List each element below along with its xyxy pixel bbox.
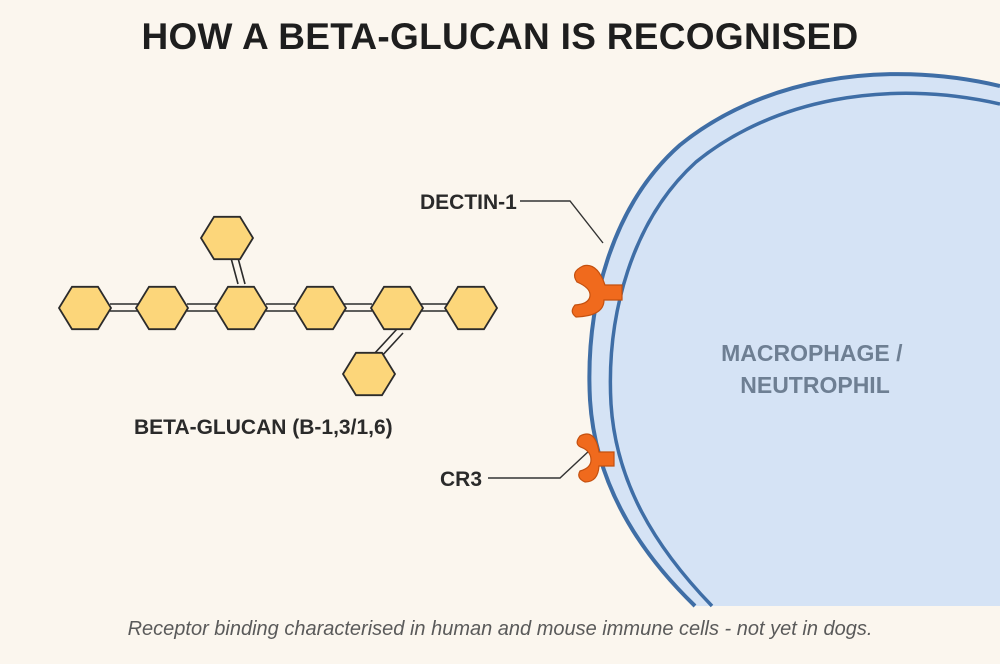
footnote-caption: Receptor binding characterised in human … [127,618,873,640]
cell-label-line-2: NEUTROPHIL [740,372,890,398]
glucose-ring [57,285,113,331]
cr3-label: CR3 [440,468,482,491]
glucose-ring [443,285,499,331]
cell-body [589,74,1000,606]
dectin-1-label: DECTIN-1 [420,191,517,214]
cell-label: MACROPHAGE / NEUTROPHIL [721,340,909,398]
cr3-receptor [576,433,615,483]
glycosidic-bonds [110,257,447,359]
glucose-ring [341,351,397,397]
leader-lines [488,200,604,479]
cell-membrane-inner [608,91,1000,608]
cell-membrane-outer [587,72,1000,608]
dectin-1-receptor [571,264,623,318]
diagram-title: HOW A BETA-GLUCAN IS RECOGNISED [141,16,859,57]
cell-label-line-1: MACROPHAGE / [721,340,903,366]
beta-glucan-label: BETA-GLUCAN (B-1,3/1,6) [134,416,393,439]
immune-cell: MACROPHAGE / NEUTROPHIL [587,72,1000,608]
dectin-1-leader-line [520,200,604,244]
glucose-ring [213,285,269,331]
glucose-ring [199,215,255,261]
beta-glucan-molecule [57,215,499,397]
glucose-ring [134,285,190,331]
glucose-ring [369,285,425,331]
glucose-ring [292,285,348,331]
cr3-leader-line [488,449,591,479]
